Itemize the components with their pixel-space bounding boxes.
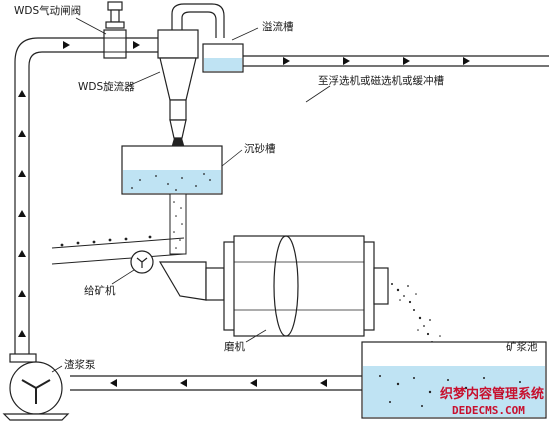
sand-tank-label: 沉砂槽: [244, 142, 276, 155]
feed-pipe-arrows-right: [63, 41, 140, 49]
slurry-pool-label: 矿浆池: [506, 340, 538, 353]
watermark-line2: DEDECMS.COM: [452, 404, 525, 417]
overflow-tank-label: 溢流槽: [262, 20, 294, 33]
valve-label: WDS气动闸阀: [14, 4, 81, 17]
sand-settling-tank: [121, 145, 223, 195]
watermark-line1: 织梦内容管理系统: [440, 386, 544, 402]
slurry-pool: [361, 341, 547, 419]
pneumatic-gate-valve: [103, 1, 127, 59]
overflow-outlet-pipe: [243, 55, 549, 67]
pump-label: 渣浆泵: [64, 358, 96, 371]
feeder-conveyor: [51, 235, 185, 274]
cyclone-label: WDS旋流器: [78, 80, 135, 93]
overflow-tank: [202, 43, 244, 73]
mill-label: 磨机: [224, 340, 245, 353]
destination-label: 至浮选机或磁选机或缓冲槽: [318, 74, 444, 87]
hydrocyclone: [157, 3, 225, 152]
feed-pipe-arrows-up: [18, 90, 26, 337]
feed-pipe: [14, 37, 158, 360]
slurry-pump: [2, 353, 70, 421]
mill-discharge-stream: [391, 283, 445, 353]
ball-mill: [158, 235, 389, 337]
sand-chute: [169, 193, 187, 255]
feeder-label: 给矿机: [84, 284, 116, 297]
pool-to-pump-pipe: [70, 375, 362, 391]
watermark: 织梦内容管理系统 DEDECMS.COM: [440, 386, 544, 417]
